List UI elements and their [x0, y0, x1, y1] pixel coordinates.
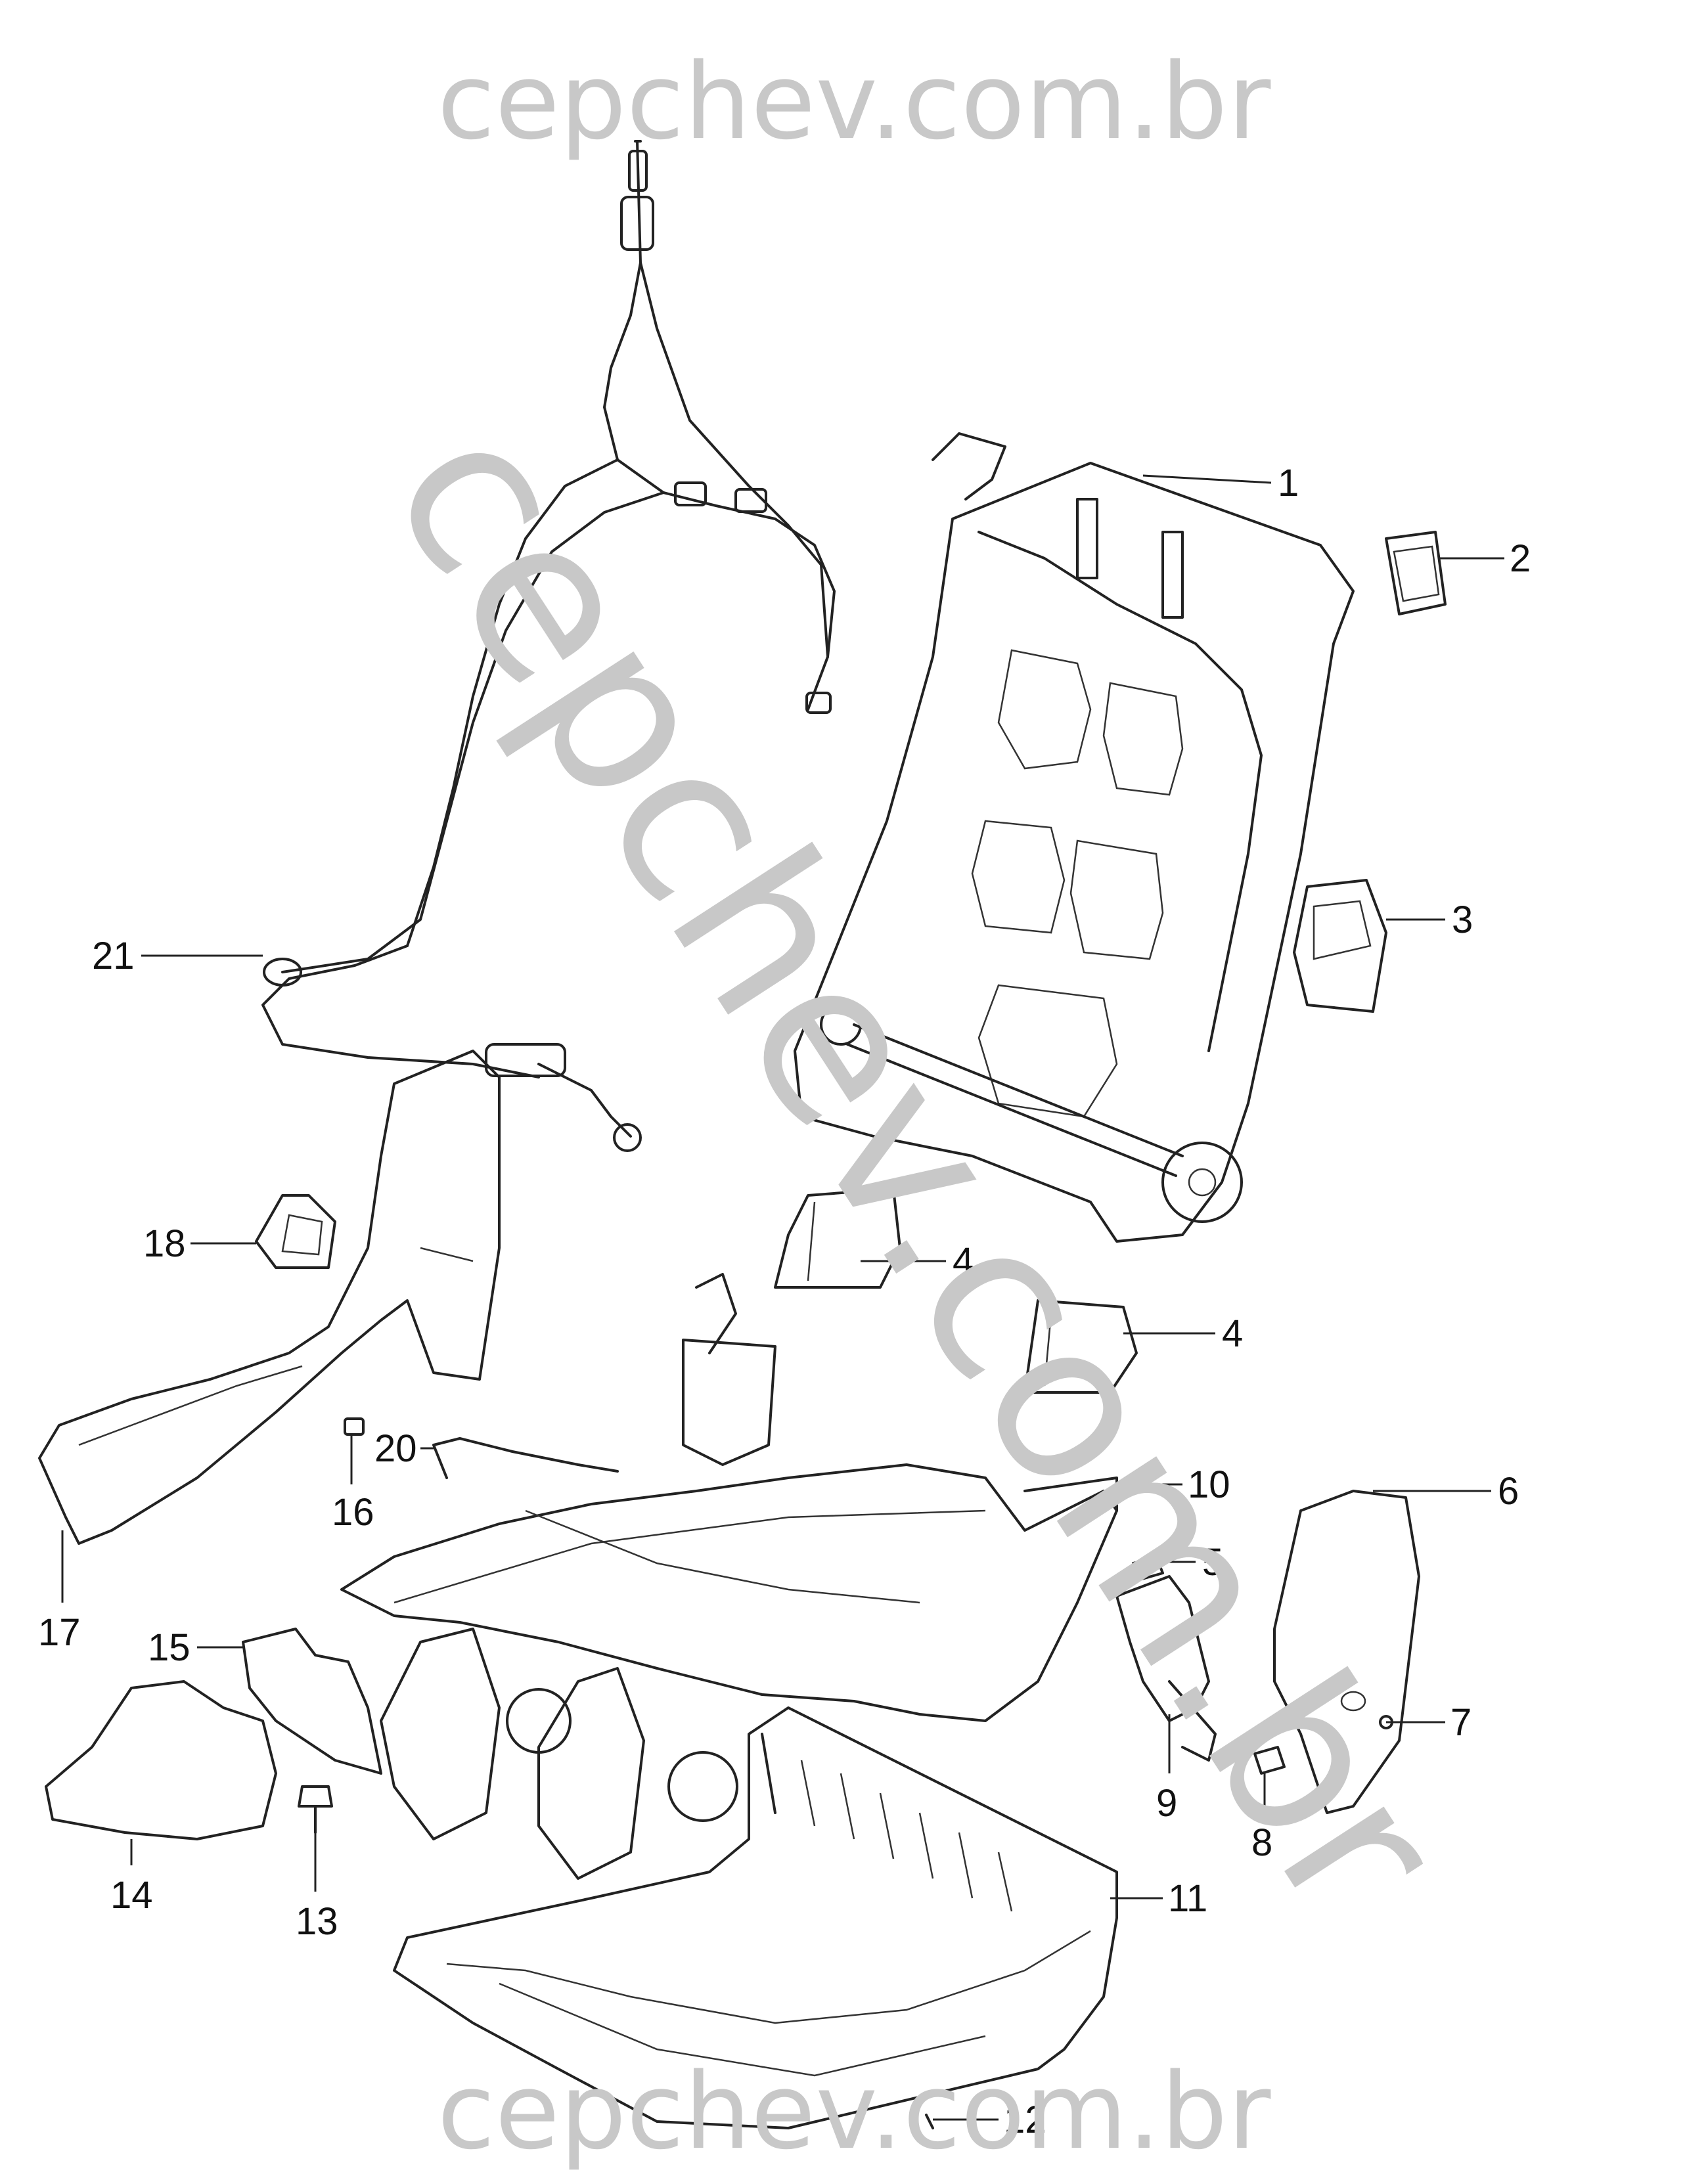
part-8-bolt [1253, 1746, 1286, 1775]
callout-4-lower: 4 [1222, 1312, 1243, 1355]
callout-2: 2 [1510, 537, 1531, 580]
callout-8: 8 [1251, 1821, 1272, 1864]
leader-lines [61, 474, 1504, 2121]
part-5-bolt [1132, 1555, 1164, 1581]
part-4-bracket-lower [1023, 1299, 1138, 1394]
seat-cushion-frame [340, 1273, 1118, 1722]
part-3-latch-cover [1293, 879, 1387, 1013]
callout-18: 18 [143, 1222, 186, 1265]
callout-3: 3 [1452, 899, 1473, 941]
part-11-lower-shell [393, 1706, 1118, 2129]
callout-17: 17 [38, 1611, 81, 1654]
callout-11: 11 [1168, 1877, 1207, 1920]
callout-5: 5 [1202, 1541, 1223, 1584]
part-15-bracket [242, 1628, 382, 1775]
seat-pivot-mechanism [380, 1628, 776, 1880]
callout-9: 9 [1156, 1782, 1177, 1825]
part-20-wire [432, 1437, 619, 1479]
callout-6: 6 [1498, 1470, 1519, 1513]
callout-4-upper: 4 [953, 1240, 974, 1283]
callout-7: 7 [1450, 1701, 1472, 1744]
callout-13: 13 [296, 1900, 338, 1943]
callout-15: 15 [148, 1626, 191, 1669]
callout-16: 16 [332, 1491, 374, 1534]
part-2-bracket [1385, 531, 1447, 615]
part-13-screw [298, 1785, 333, 1834]
part-18-switch [255, 1194, 336, 1269]
callout-21: 21 [92, 935, 135, 977]
callout-labels: 1 2 3 4 4 5 6 7 8 9 10 11 12 13 14 15 16… [38, 462, 1531, 2141]
part-12-screw [925, 2114, 934, 2129]
release-cable-assembly [261, 140, 836, 1152]
watermark-top: cepchev.com.br [438, 40, 1271, 163]
watermark-diagonal: cepchev.com.br [343, 378, 1492, 1959]
callout-12: 12 [1004, 2099, 1046, 2141]
seat-back-frame [794, 432, 1355, 1243]
callout-1: 1 [1278, 462, 1299, 504]
callout-20: 20 [374, 1427, 417, 1470]
part-6-cover [1273, 1490, 1420, 1814]
part-17-side-trim [38, 1050, 501, 1545]
part-9-buckle [1115, 1575, 1217, 1762]
part-4-bracket-upper [774, 1188, 901, 1289]
watermark-bottom: cepchev.com.br [438, 2050, 1271, 2173]
callout-14: 14 [110, 1874, 153, 1917]
part-16-clip [344, 1417, 365, 1436]
part-14-trim-cover [45, 1680, 277, 1840]
callout-10: 10 [1188, 1463, 1230, 1506]
